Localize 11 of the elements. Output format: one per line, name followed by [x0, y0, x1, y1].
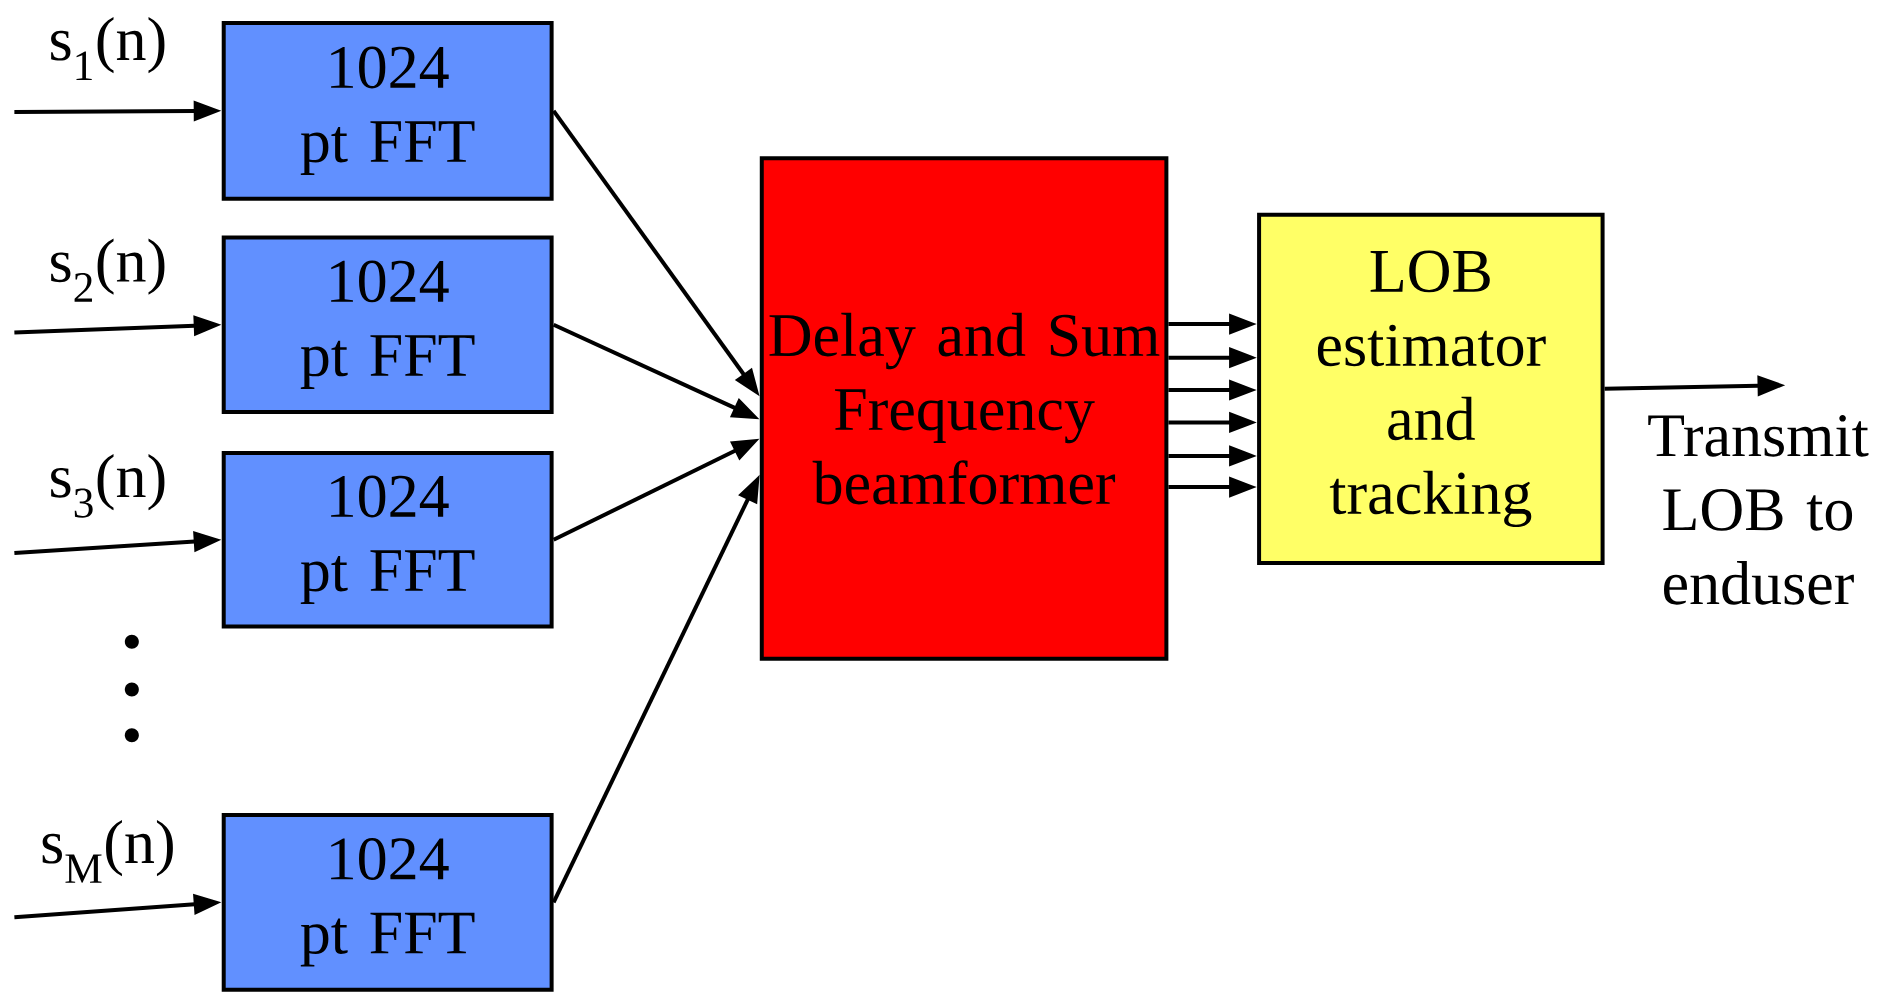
edge-label: s$_{2}$(n) — [51, 238, 165, 302]
fft-box: 1024 pt FFT — [221, 235, 554, 415]
estimator-box: LOB estimator and tracking — [1257, 212, 1605, 565]
edge-label: Transmit LOB to enduser — [1648, 415, 1869, 605]
edge-label: s$_{3}$(n) — [51, 454, 165, 518]
fft-box: 1024 pt FFT — [221, 451, 554, 629]
edge-label: s$_{1}$(n) — [51, 16, 165, 81]
beamformer-box: Delay and Sum Frequency beamformer — [759, 156, 1169, 661]
fft-box: 1024 pt FFT — [221, 813, 554, 992]
edge-label: s$_{M}$(n) — [42, 819, 173, 883]
fft-box: 1024 pt FFT — [221, 20, 554, 201]
